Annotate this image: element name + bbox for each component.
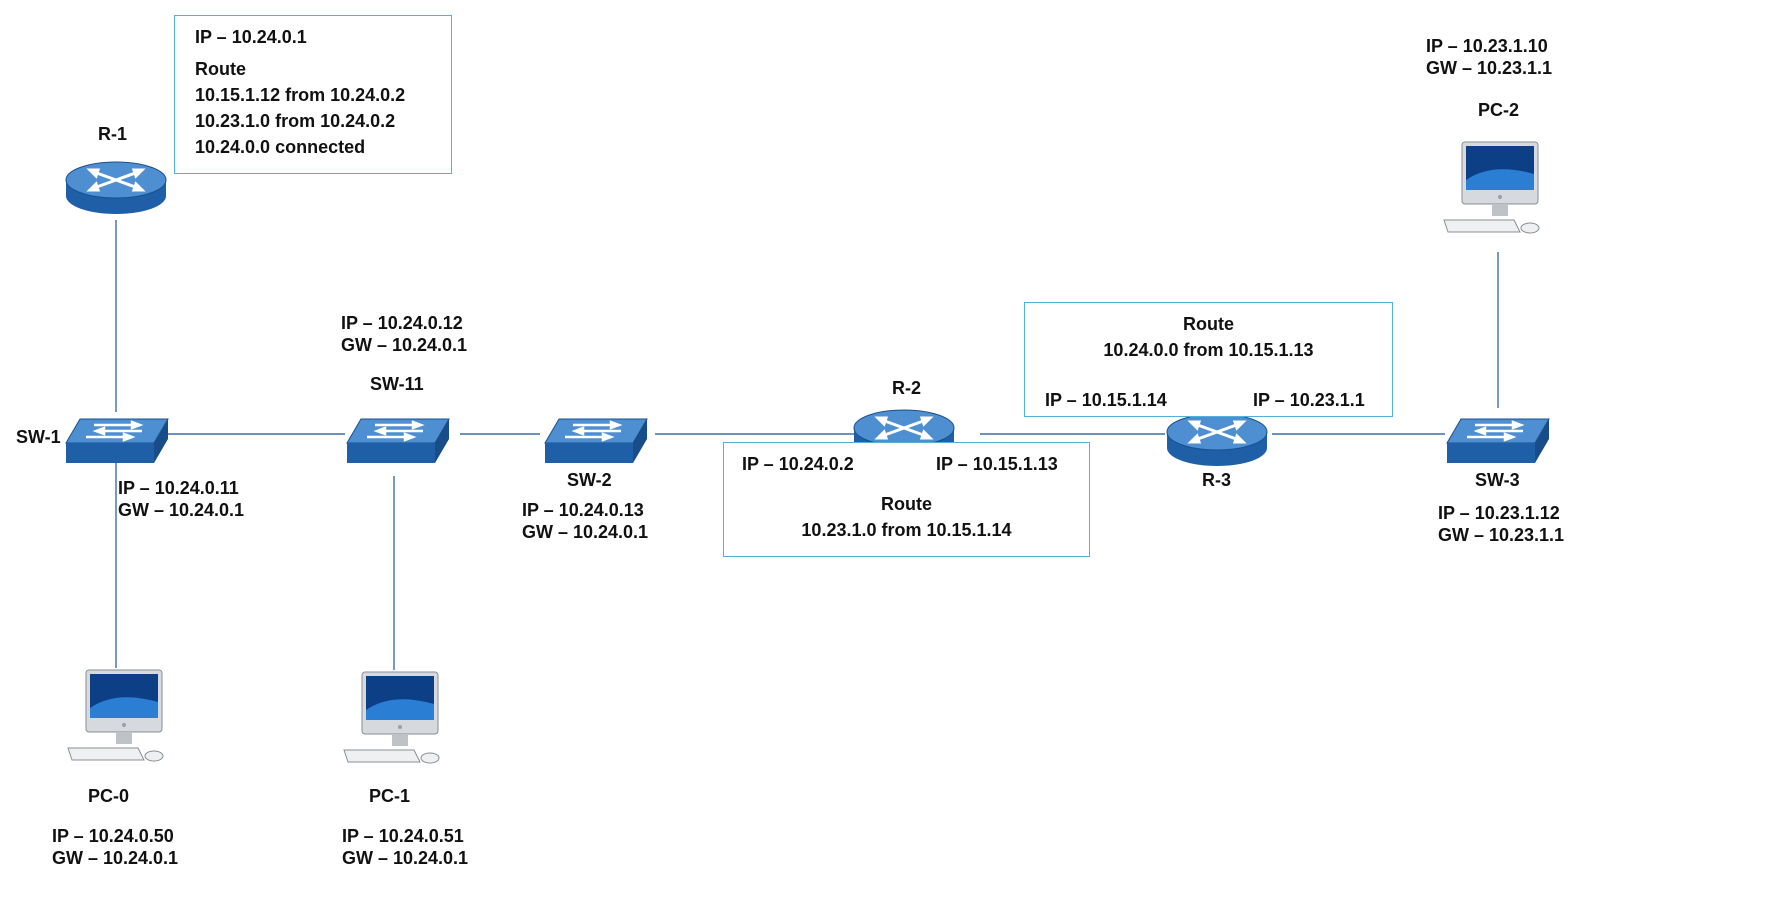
pc0-addressing: IP – 10.24.0.50 GW – 10.24.0.1 — [52, 826, 178, 869]
router-icon[interactable] — [1165, 412, 1270, 470]
pc2-ip: IP – 10.23.1.10 — [1426, 36, 1548, 56]
pc1-gw: GW – 10.24.0.1 — [342, 847, 469, 868]
switch-label-sw1: SW-1 — [16, 427, 61, 447]
pc2-gw: GW – 10.23.1.1 — [1426, 57, 1553, 78]
switch-label-sw11: SW-11 — [370, 374, 424, 394]
sw2-gw: GW – 10.24.0.1 — [522, 521, 649, 542]
r1-route-1: 10.15.1.12 from 10.24.0.2 — [195, 85, 406, 105]
switch-icon[interactable] — [543, 415, 649, 467]
r1-box-content: IP – 10.24.0.1 Route 10.15.1.12 from 10.… — [195, 24, 405, 160]
router-label-r2: R-2 — [892, 378, 922, 398]
sw1-gw: GW – 10.24.0.1 — [118, 499, 245, 520]
switch-label-sw3: SW-3 — [1475, 470, 1520, 490]
sw11-gw: GW – 10.24.0.1 — [341, 334, 468, 355]
router-label-r3: R-3 — [1202, 470, 1232, 490]
r3-routing-box: Route 10.24.0.0 from 10.15.1.13 IP – 10.… — [1024, 302, 1393, 417]
sw1-addressing: IP – 10.24.0.11 GW – 10.24.0.1 — [118, 478, 244, 521]
pc1-ip: IP – 10.24.0.51 — [342, 826, 464, 846]
sw2-ip: IP – 10.24.0.13 — [522, 500, 644, 520]
computer-label-pc2: PC-2 — [1478, 100, 1520, 120]
r2-route-1: 10.23.1.0 from 10.15.1.14 — [801, 520, 1012, 540]
sw11-ip: IP – 10.24.0.12 — [341, 313, 463, 333]
router-label-r1: R-1 — [98, 124, 128, 144]
switch-icon[interactable] — [1445, 415, 1551, 467]
computer-icon[interactable] — [66, 668, 170, 774]
switch-icon[interactable] — [345, 415, 451, 467]
pc0-ip: IP – 10.24.0.50 — [52, 826, 174, 846]
r2-route-block: Route 10.23.1.0 from 10.15.1.14 — [724, 491, 1089, 543]
r3-ip-right: IP – 10.23.1.1 — [1253, 390, 1365, 410]
r1-ip: IP – 10.24.0.1 — [195, 27, 307, 47]
computer-icon[interactable] — [342, 670, 446, 776]
pc0-gw: GW – 10.24.0.1 — [52, 847, 179, 868]
r1-routing-box: IP – 10.24.0.1 Route 10.15.1.12 from 10.… — [174, 15, 452, 174]
sw3-gw: GW – 10.23.1.1 — [1438, 524, 1565, 545]
r3-route-heading: Route — [1183, 314, 1234, 334]
computer-label-pc0: PC-0 — [88, 786, 130, 806]
sw11-addressing: IP – 10.24.0.12 GW – 10.24.0.1 — [341, 313, 467, 356]
r1-route-2: 10.23.1.0 from 10.24.0.2 — [195, 111, 396, 131]
r3-ip-left: IP – 10.15.1.14 — [1045, 390, 1167, 410]
r3-route-block: Route 10.24.0.0 from 10.15.1.13 — [1025, 311, 1392, 363]
pc2-addressing: IP – 10.23.1.10 GW – 10.23.1.1 — [1426, 36, 1552, 79]
switch-icon[interactable] — [64, 415, 170, 467]
sw3-addressing: IP – 10.23.1.12 GW – 10.23.1.1 — [1438, 503, 1564, 546]
computer-icon[interactable] — [1442, 140, 1546, 246]
sw1-ip: IP – 10.24.0.11 — [118, 478, 239, 498]
r2-routing-box: IP – 10.24.0.2 IP – 10.15.1.13 Route 10.… — [723, 442, 1090, 557]
router-icon[interactable] — [64, 160, 169, 218]
r3-route-1: 10.24.0.0 from 10.15.1.13 — [1103, 340, 1314, 360]
r1-route-heading: Route — [195, 59, 246, 79]
switch-label-sw2: SW-2 — [567, 470, 612, 490]
sw3-ip: IP – 10.23.1.12 — [1438, 503, 1560, 523]
computer-label-pc1: PC-1 — [369, 786, 411, 806]
r2-route-heading: Route — [881, 494, 932, 514]
sw2-addressing: IP – 10.24.0.13 GW – 10.24.0.1 — [522, 500, 648, 543]
r2-ip-left: IP – 10.24.0.2 — [742, 454, 854, 474]
r1-route-3: 10.24.0.0 connected — [195, 137, 366, 157]
pc1-addressing: IP – 10.24.0.51 GW – 10.24.0.1 — [342, 826, 468, 869]
r2-ip-right: IP – 10.15.1.13 — [936, 454, 1058, 474]
